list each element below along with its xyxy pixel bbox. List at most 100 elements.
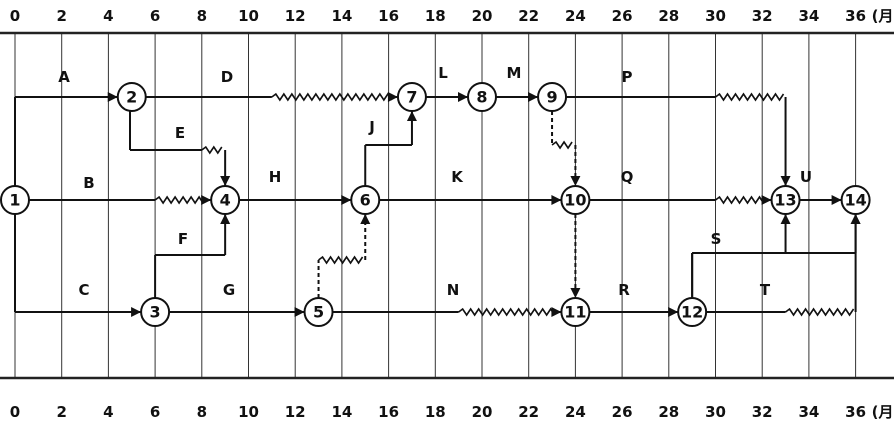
node-number: 2 — [126, 88, 137, 107]
axis-tick-label: 20 — [472, 7, 493, 25]
axis-tick-label: 20 — [472, 403, 493, 421]
node-10: 10 — [560, 185, 591, 215]
activity-g-arrow — [294, 307, 305, 317]
node-9: 9 — [537, 82, 568, 112]
axis-tick-label: 24 — [565, 403, 586, 421]
activity-label-k: K — [451, 168, 464, 186]
activity-label-n: N — [447, 281, 460, 299]
axis-tick-label: 2 — [56, 403, 66, 421]
node-number: 8 — [476, 88, 487, 107]
axis-tick-label: 18 — [425, 7, 446, 25]
activity-label-q: Q — [621, 168, 634, 186]
node-circle — [303, 297, 334, 327]
activity-label-f: F — [178, 230, 188, 248]
node-circle — [560, 185, 591, 215]
node-1: 1 — [0, 185, 30, 215]
axis-tick-label: 26 — [612, 403, 633, 421]
activity-t-arrow — [850, 214, 861, 224]
activity-k-arrow — [551, 195, 562, 205]
axis-tick-label: 32 — [752, 7, 773, 25]
axis-tick-label: 4 — [103, 7, 113, 25]
axis-tick-label: 24 — [565, 7, 586, 25]
axis-tick-label: 6 — [150, 7, 160, 25]
node-7: 7 — [396, 82, 427, 112]
node-number: 7 — [406, 88, 417, 107]
activity-label-e: E — [175, 124, 185, 142]
activity-b-float — [154, 195, 204, 205]
activity-d-arrow — [387, 92, 398, 102]
axis-tick-label: 10 — [238, 403, 259, 421]
activity-l-arrow — [458, 92, 468, 102]
activity-b-arrow — [201, 195, 212, 205]
node-circle — [0, 185, 30, 215]
axis-tick-label: 22 — [518, 7, 539, 25]
node-number: 1 — [9, 191, 20, 210]
activity-d-float — [271, 92, 393, 102]
axis-tick-label: 4 — [103, 403, 113, 421]
activity-n-arrow — [551, 307, 562, 317]
node-number: 13 — [774, 191, 796, 210]
activity-label-r: R — [618, 281, 630, 299]
axis-tick-label: 36 — [845, 7, 866, 25]
axis-unit-label: (月) — [872, 7, 894, 25]
activity-u-arrow — [831, 195, 842, 205]
activity-t-float — [785, 307, 855, 317]
node-number: 10 — [564, 191, 586, 210]
axis-tick-label: 30 — [705, 403, 726, 421]
node-3: 3 — [140, 297, 171, 327]
activity-h-arrow — [341, 195, 352, 205]
axis-tick-label: 28 — [658, 7, 679, 25]
node-13: 13 — [770, 185, 801, 215]
activity-q-arrow — [761, 195, 772, 205]
activity-m-arrow — [528, 92, 539, 102]
activity-label-a: A — [58, 68, 70, 86]
node-6: 6 — [350, 185, 381, 215]
dummy-9-10-float — [551, 140, 573, 150]
axis-tick-label: 16 — [378, 7, 399, 25]
axis-tick-label: 18 — [425, 403, 446, 421]
node-number: 3 — [150, 303, 161, 322]
axis-tick-label: 8 — [197, 7, 207, 25]
node-circle — [677, 297, 708, 327]
dummy-10-11-arrow — [570, 288, 581, 298]
node-circle — [537, 82, 568, 112]
node-number: 5 — [313, 303, 324, 322]
activity-e-float — [201, 145, 223, 155]
dummy-9-10-arrow — [570, 176, 581, 186]
activity-label-t: T — [760, 281, 771, 299]
node-circle — [560, 297, 591, 327]
node-number: 14 — [844, 191, 866, 210]
node-number: 12 — [681, 303, 703, 322]
axis-tick-label: 26 — [612, 7, 633, 25]
activity-q-float — [715, 195, 765, 205]
activity-s-arrow — [780, 214, 791, 224]
node-12: 12 — [677, 297, 708, 327]
activity-n-float — [458, 307, 556, 317]
activity-p-float — [715, 92, 785, 102]
node-number: 4 — [220, 191, 231, 210]
axis-tick-label: 34 — [798, 7, 819, 25]
node-number: 11 — [564, 303, 586, 322]
axis-tick-label: 12 — [285, 403, 306, 421]
activity-label-l: L — [438, 64, 448, 82]
axis-tick-label: 34 — [798, 403, 819, 421]
activity-c-arrow — [131, 307, 142, 317]
axis-tick-label: 8 — [197, 403, 207, 421]
activity-label-d: D — [221, 68, 233, 86]
activity-e-arrow — [220, 176, 231, 186]
activity-p-arrow — [780, 176, 791, 186]
activity-j-arrow — [406, 111, 417, 121]
axis-tick-label: 30 — [705, 7, 726, 25]
activity-f-arrow — [220, 214, 231, 224]
axis-tick-label: 0 — [10, 7, 20, 25]
activity-label-b: B — [83, 174, 94, 192]
node-circle — [140, 297, 171, 327]
node-5: 5 — [303, 297, 334, 327]
node-circle — [396, 82, 427, 112]
activity-label-u: U — [800, 168, 812, 186]
